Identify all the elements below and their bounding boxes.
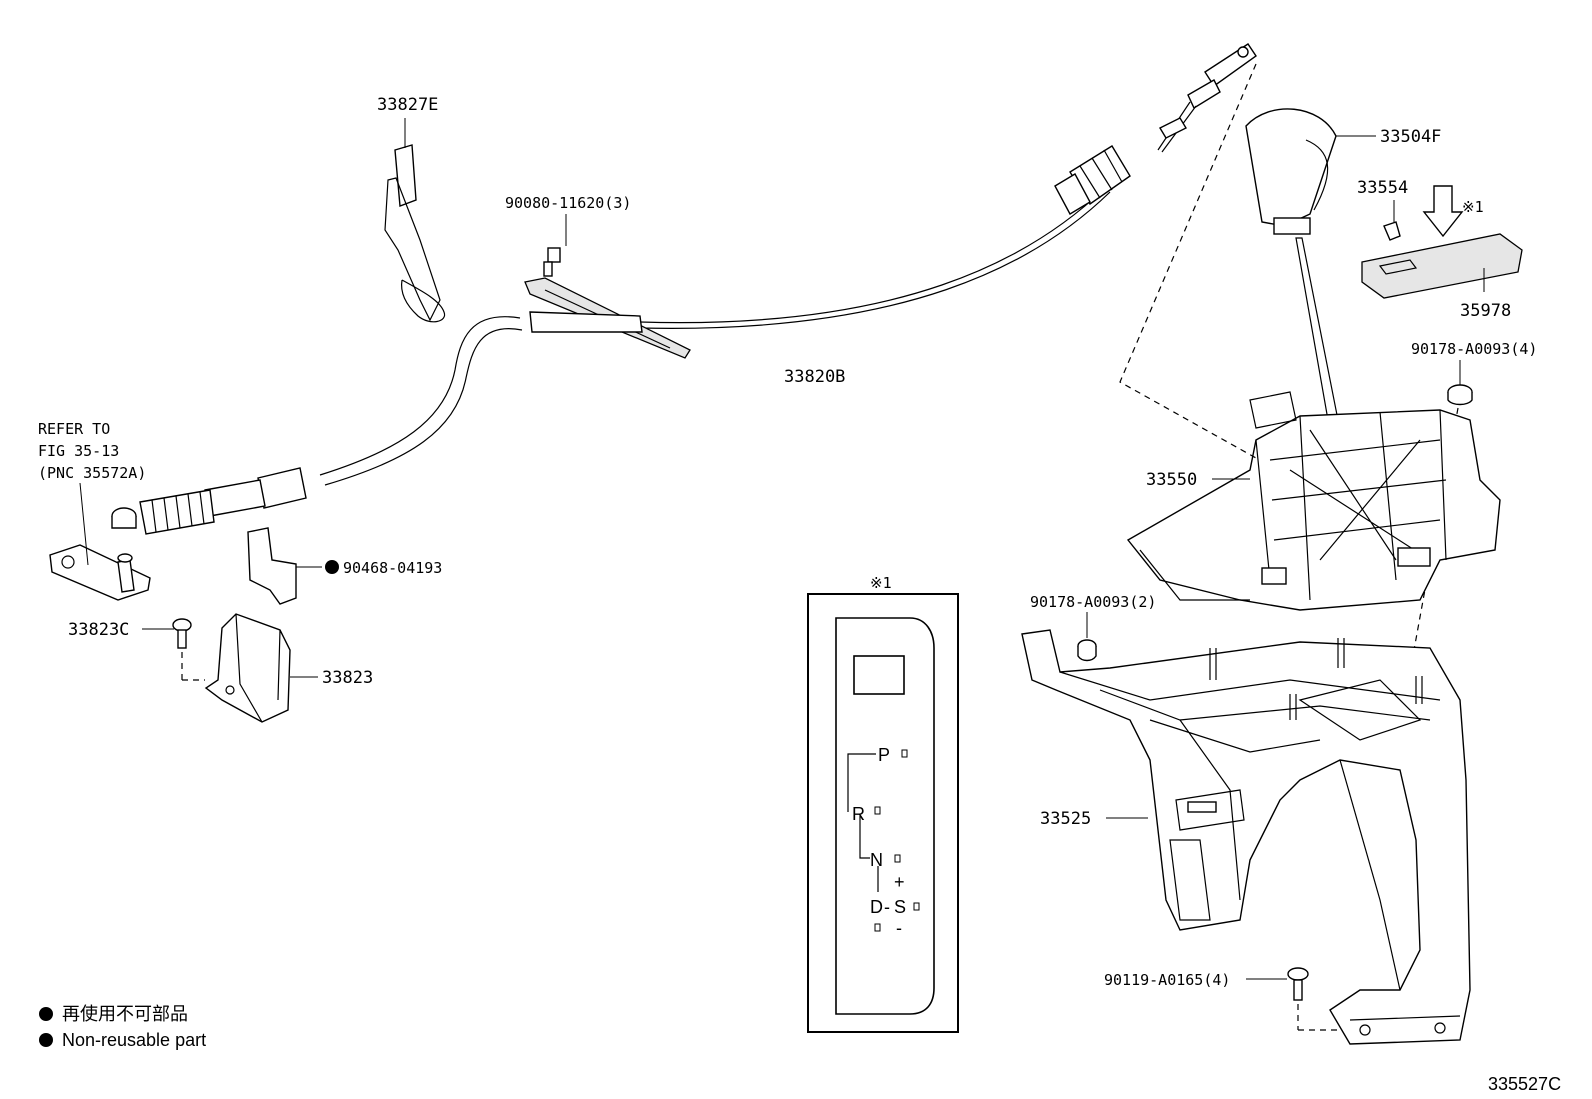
mark-inset: ※1 [870,574,892,592]
gear-p: P [878,745,890,765]
bolt-90080 [543,214,567,277]
label-33820b: 33820B [784,367,845,387]
gear-d: D [870,897,883,917]
gear-minus: - [896,918,902,938]
legend-line-2: Non-reusable part [62,1030,206,1050]
shift-knob-33504f [1245,108,1376,421]
clip-33827e [384,118,446,323]
label-33554: 33554 [1357,178,1408,198]
refer-line-2: FIG 35-13 [38,442,119,460]
label-90178-4: 90178-A0093(4) [1411,340,1537,358]
label-33525: 33525 [1040,809,1091,829]
gear-dash: - [884,897,890,917]
figure-code: 335527C [1488,1074,1561,1094]
inset-shift-pattern [807,593,959,1033]
label-33823: 33823 [322,668,373,688]
legend-dot-2 [39,1033,53,1047]
indicator-35978 [1361,233,1523,299]
gear-n: N [870,850,883,870]
indicator-dot-d [874,923,881,932]
indicator-dot-s [913,902,920,911]
clip-33554 [1383,200,1401,241]
label-90468: 90468-04193 [343,559,442,577]
legend-line-1: 再使用不可部品 [62,1004,188,1024]
bolt-90119 [1246,967,1342,1031]
bracket-33525 [1021,629,1471,1045]
label-33827e: 33827E [377,95,438,115]
mark-top: ※1 [1462,198,1484,216]
label-90119: 90119-A0165(4) [1104,971,1230,989]
bracket-refer-35572a [49,482,151,601]
gear-r: R [852,804,865,824]
bracket-33823 [204,613,318,723]
label-90178-2: 90178-A0093(2) [1030,593,1156,611]
label-33550: 33550 [1146,470,1197,490]
refer-line-3: (PNC 35572A) [38,464,146,482]
label-35978: 35978 [1460,301,1511,321]
view-arrow-mark [1422,185,1464,238]
bolt-33823c [142,618,205,681]
legend-dot-1 [39,1007,53,1021]
label-33823c: 33823C [68,620,129,640]
indicator-dot-p [901,749,908,758]
indicator-dot-n [894,854,901,863]
shift-lever-assembly-33550 [1119,63,1501,611]
label-90080: 90080-11620(3) [505,194,631,212]
gear-s: S [894,897,906,917]
shift-cable-33820b [111,43,1257,535]
label-33504f: 33504F [1380,127,1441,147]
indicator-dot-r [874,806,881,815]
refer-line-1: REFER TO [38,420,110,438]
retainer-90468 [247,527,339,605]
nut-90178-2 [1077,612,1097,662]
gear-plus: + [894,872,905,892]
non-reusable-dot-90468 [325,560,339,574]
